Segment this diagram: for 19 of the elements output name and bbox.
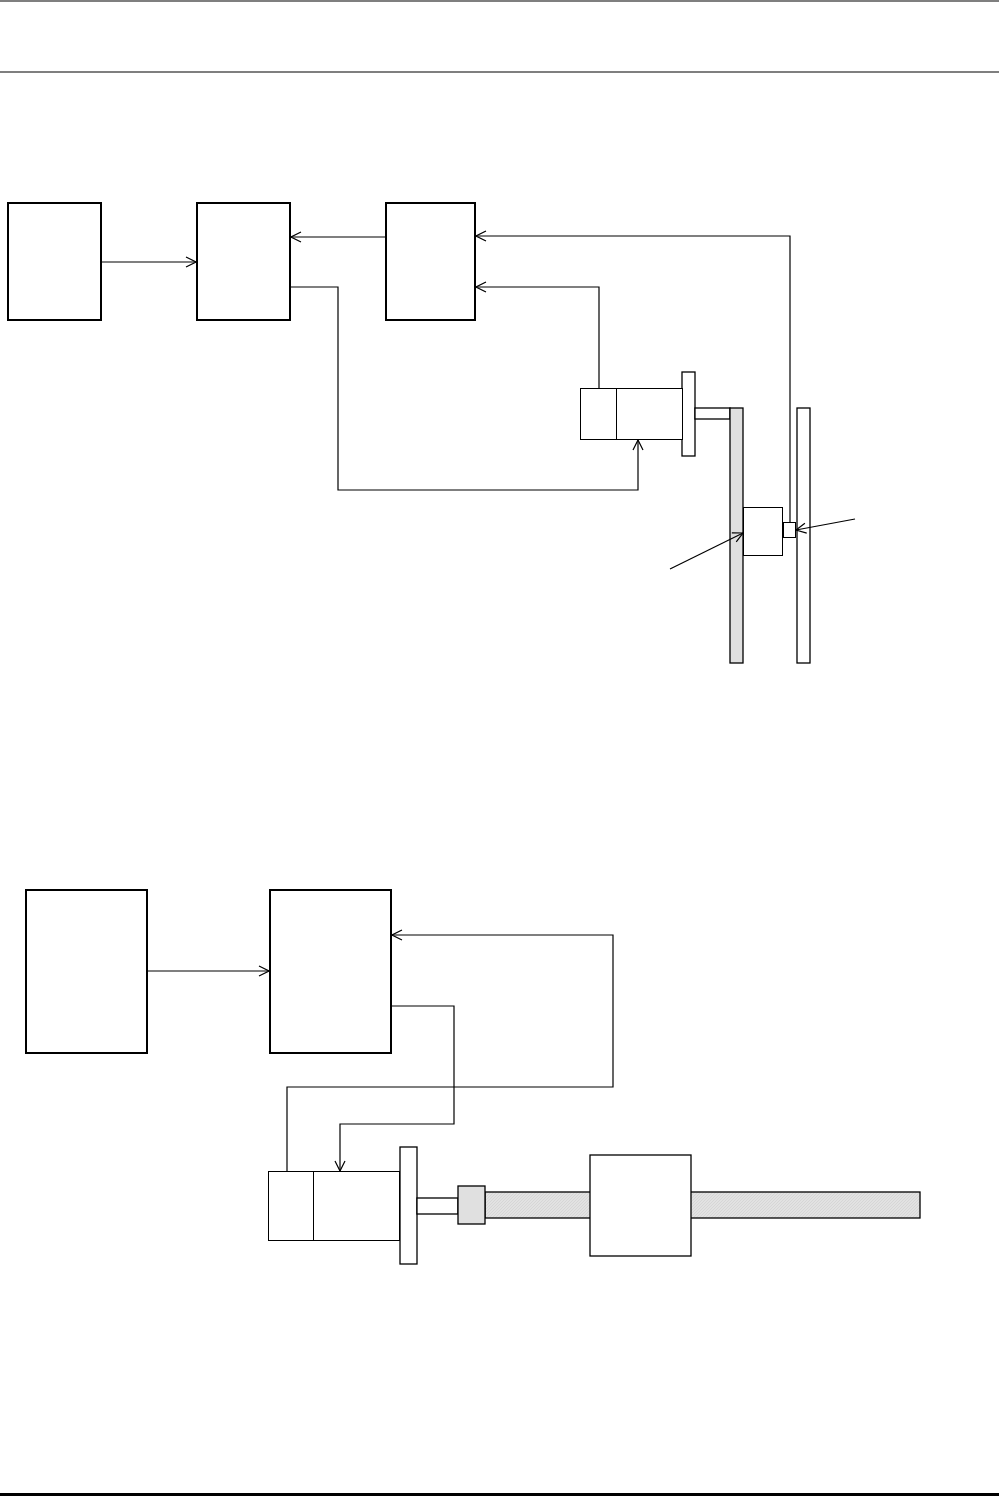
arrow	[290, 231, 386, 243]
block-diagram-box	[269, 889, 392, 1054]
carriage-block	[743, 507, 783, 556]
arrow	[101, 256, 197, 268]
block-diagram-box	[385, 202, 476, 321]
arrow	[475, 281, 600, 389]
arrow	[475, 230, 791, 523]
arrow	[147, 965, 270, 977]
arrow	[334, 1005, 455, 1172]
sensor-block	[783, 522, 796, 538]
motor-box	[268, 1171, 400, 1241]
block-diagram-box	[7, 202, 102, 321]
arrow	[286, 929, 614, 1172]
leader-arrow	[795, 518, 856, 534]
leader-arrow	[669, 532, 744, 570]
block-diagram-box	[196, 202, 291, 321]
block-diagram-box	[25, 889, 148, 1054]
motor-box	[580, 388, 683, 440]
arrow	[290, 286, 644, 491]
